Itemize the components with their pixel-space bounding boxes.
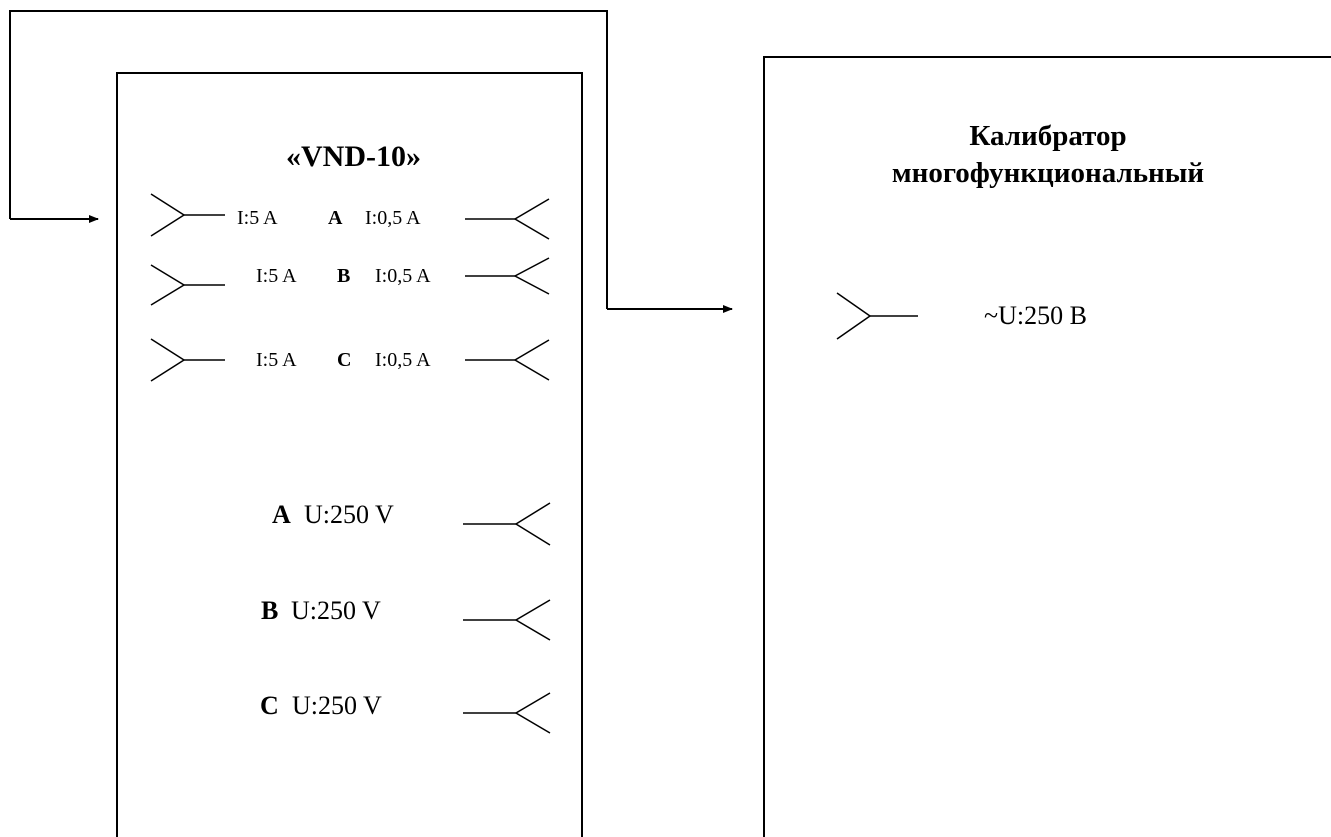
- voltage-row-a-phase: A: [272, 500, 291, 529]
- voltage-connector-b: [463, 599, 551, 641]
- current-row-c-left: I:5 A: [256, 349, 297, 371]
- current-input-connector-a: [150, 193, 225, 237]
- calibrator-box: [763, 56, 1331, 837]
- voltage-row-b-value: U:250 V: [291, 596, 381, 625]
- current-row-b-left: I:5 A: [256, 265, 297, 287]
- voltage-connector-a: [463, 502, 551, 546]
- voltage-row-c-value: U:250 V: [292, 691, 382, 720]
- device-box: [116, 72, 583, 837]
- current-output-connector-c: [465, 339, 550, 381]
- calibrator-title-line2: многофункциональный: [891, 157, 1205, 189]
- current-row-b-right: I:0,5 A: [375, 265, 431, 287]
- current-row-c-phase: C: [337, 349, 352, 371]
- calibrator-output-connector: [836, 292, 918, 340]
- connection-wire: [9, 10, 608, 309]
- current-input-connector-c: [150, 338, 225, 382]
- current-output-connector-b: [465, 257, 550, 295]
- voltage-row-a-value: U:250 V: [304, 500, 394, 529]
- current-row-a-phase: A: [328, 207, 343, 229]
- current-row-a-right: I:0,5 A: [365, 207, 421, 229]
- voltage-connector-c: [463, 692, 551, 734]
- current-input-connector-b: [150, 264, 225, 306]
- device-title: «VND-10»: [286, 140, 421, 173]
- voltage-row-c-phase: C: [260, 691, 279, 720]
- voltage-row-b-phase: B: [261, 596, 279, 625]
- current-row-a-left: I:5 A: [237, 207, 278, 229]
- current-row-b-phase: B: [337, 265, 351, 287]
- calibrator-output-label: ~U:250 В: [984, 301, 1087, 330]
- current-output-connector-a: [465, 198, 550, 240]
- current-row-c-right: I:0,5 A: [375, 349, 431, 371]
- calibrator-title-line1: Калибратор: [969, 120, 1127, 152]
